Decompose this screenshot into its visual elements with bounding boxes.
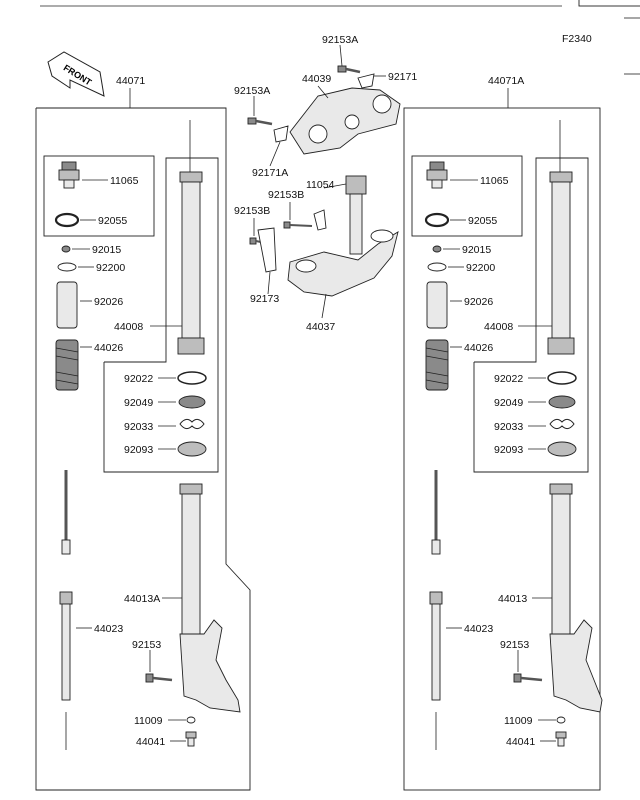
label-92153A-left: 92153A — [234, 85, 270, 97]
steering-clamp-group: 44039 92153A 92171 92153A 92171A 11054 — [234, 34, 417, 333]
right-axle-bolt — [513, 673, 543, 683]
left-label-92015: 92015 — [92, 244, 121, 256]
right-label-44041: 44041 — [506, 736, 535, 748]
left-label-92153: 92153 — [132, 639, 161, 651]
right-label-11009: 11009 — [504, 715, 533, 727]
left-label-11009: 11009 — [134, 715, 163, 727]
right-label-44023: 44023 — [464, 623, 493, 635]
right-gasket — [556, 716, 566, 724]
left-label-44008: 44008 — [114, 321, 143, 333]
bolt-b1 — [283, 221, 313, 229]
right-inner-tube — [547, 120, 575, 355]
right-washer — [427, 262, 447, 272]
figure-code: F2340 — [562, 33, 592, 45]
left-label-44041: 44041 — [136, 736, 165, 748]
label-92153B-1: 92153B — [268, 189, 304, 201]
right-label-44026: 44026 — [464, 342, 493, 354]
left-fork-assembly: 44071 11065 92055 92015 92200 92026 — [35, 75, 251, 791]
right-label-92022: 92022 — [494, 373, 523, 385]
left-clamp-bolt — [247, 117, 273, 126]
left-spacer-pipe — [56, 281, 78, 329]
header-box — [578, 0, 640, 7]
right-label-44008: 44008 — [484, 321, 513, 333]
right-seal-box — [411, 155, 523, 237]
right-spacer-pipe — [426, 281, 448, 329]
label-92173: 92173 — [250, 293, 279, 305]
right-label-92200: 92200 — [466, 262, 495, 274]
left-nut — [61, 245, 71, 253]
steering-stem — [345, 175, 367, 255]
right-assembly-title: 44071A — [488, 75, 524, 87]
left-clip — [273, 125, 289, 143]
left-oil-seal — [177, 441, 207, 457]
right-frame — [403, 107, 601, 791]
left-inner-tube — [177, 120, 205, 355]
left-axle-bolt — [145, 673, 173, 683]
left-frame — [35, 107, 251, 791]
left-label-92055: 92055 — [98, 215, 127, 227]
right-label-92153: 92153 — [500, 639, 529, 651]
left-label-44013A: 44013A — [124, 593, 160, 605]
right-damper-rod — [429, 470, 443, 750]
right-label-44013: 44013 — [498, 593, 527, 605]
left-label-92026: 92026 — [94, 296, 123, 308]
left-label-92033: 92033 — [124, 421, 153, 433]
right-bushing — [547, 371, 577, 385]
right-label-92015: 92015 — [462, 244, 491, 256]
right-cap-bolt — [426, 161, 448, 189]
right-label-92055: 92055 — [468, 215, 497, 227]
right-label-92049: 92049 — [494, 397, 523, 409]
top-bolt — [337, 65, 361, 74]
left-outer-tube — [179, 483, 241, 713]
left-gasket — [186, 716, 196, 724]
right-oil-seal — [547, 441, 577, 457]
right-outer-tube — [549, 483, 603, 713]
left-seal-box — [43, 155, 155, 237]
left-label-44026: 44026 — [94, 342, 123, 354]
lower-clamp — [287, 231, 399, 297]
left-label-44023: 44023 — [94, 623, 123, 635]
right-washer-2 — [548, 395, 576, 409]
left-circlip — [179, 418, 205, 430]
right-spring — [425, 339, 449, 391]
right-inner-box — [473, 157, 589, 473]
label-11054: 11054 — [306, 179, 335, 191]
left-label-92200: 92200 — [96, 262, 125, 274]
left-oring — [54, 212, 80, 228]
left-inner-box — [103, 157, 219, 473]
label-92153A-top: 92153A — [322, 34, 358, 46]
bracket — [257, 227, 277, 273]
right-fork-assembly: 44071A 11065 92055 92015 92200 92026 — [403, 75, 603, 791]
left-cap-bolt — [58, 161, 80, 189]
left-washer-2 — [178, 395, 206, 409]
left-label-92022: 92022 — [124, 373, 153, 385]
label-44037: 44037 — [306, 321, 335, 333]
left-drain-bolt — [185, 731, 197, 747]
label-44039: 44039 — [302, 73, 331, 85]
right-label-92093: 92093 — [494, 444, 523, 456]
left-washer — [57, 262, 77, 272]
right-circlip — [549, 418, 575, 430]
top-clip — [357, 73, 375, 89]
right-nut — [432, 245, 442, 253]
label-92171: 92171 — [388, 71, 417, 83]
left-label-92093: 92093 — [124, 444, 153, 456]
stem-clip — [313, 209, 327, 231]
right-label-11065: 11065 — [480, 175, 509, 187]
left-damper-rod — [59, 470, 73, 750]
front-arrow-icon: FRONT — [47, 51, 105, 97]
left-assembly-title: 44071 — [116, 75, 145, 87]
left-label-11065: 11065 — [110, 175, 139, 187]
right-oring — [424, 212, 450, 228]
left-spring — [55, 339, 79, 391]
left-label-92049: 92049 — [124, 397, 153, 409]
right-drain-bolt — [555, 731, 567, 747]
right-label-92026: 92026 — [464, 296, 493, 308]
right-label-92033: 92033 — [494, 421, 523, 433]
label-92153B-2: 92153B — [234, 205, 270, 217]
label-92171A: 92171A — [252, 167, 288, 179]
left-bushing — [177, 371, 207, 385]
